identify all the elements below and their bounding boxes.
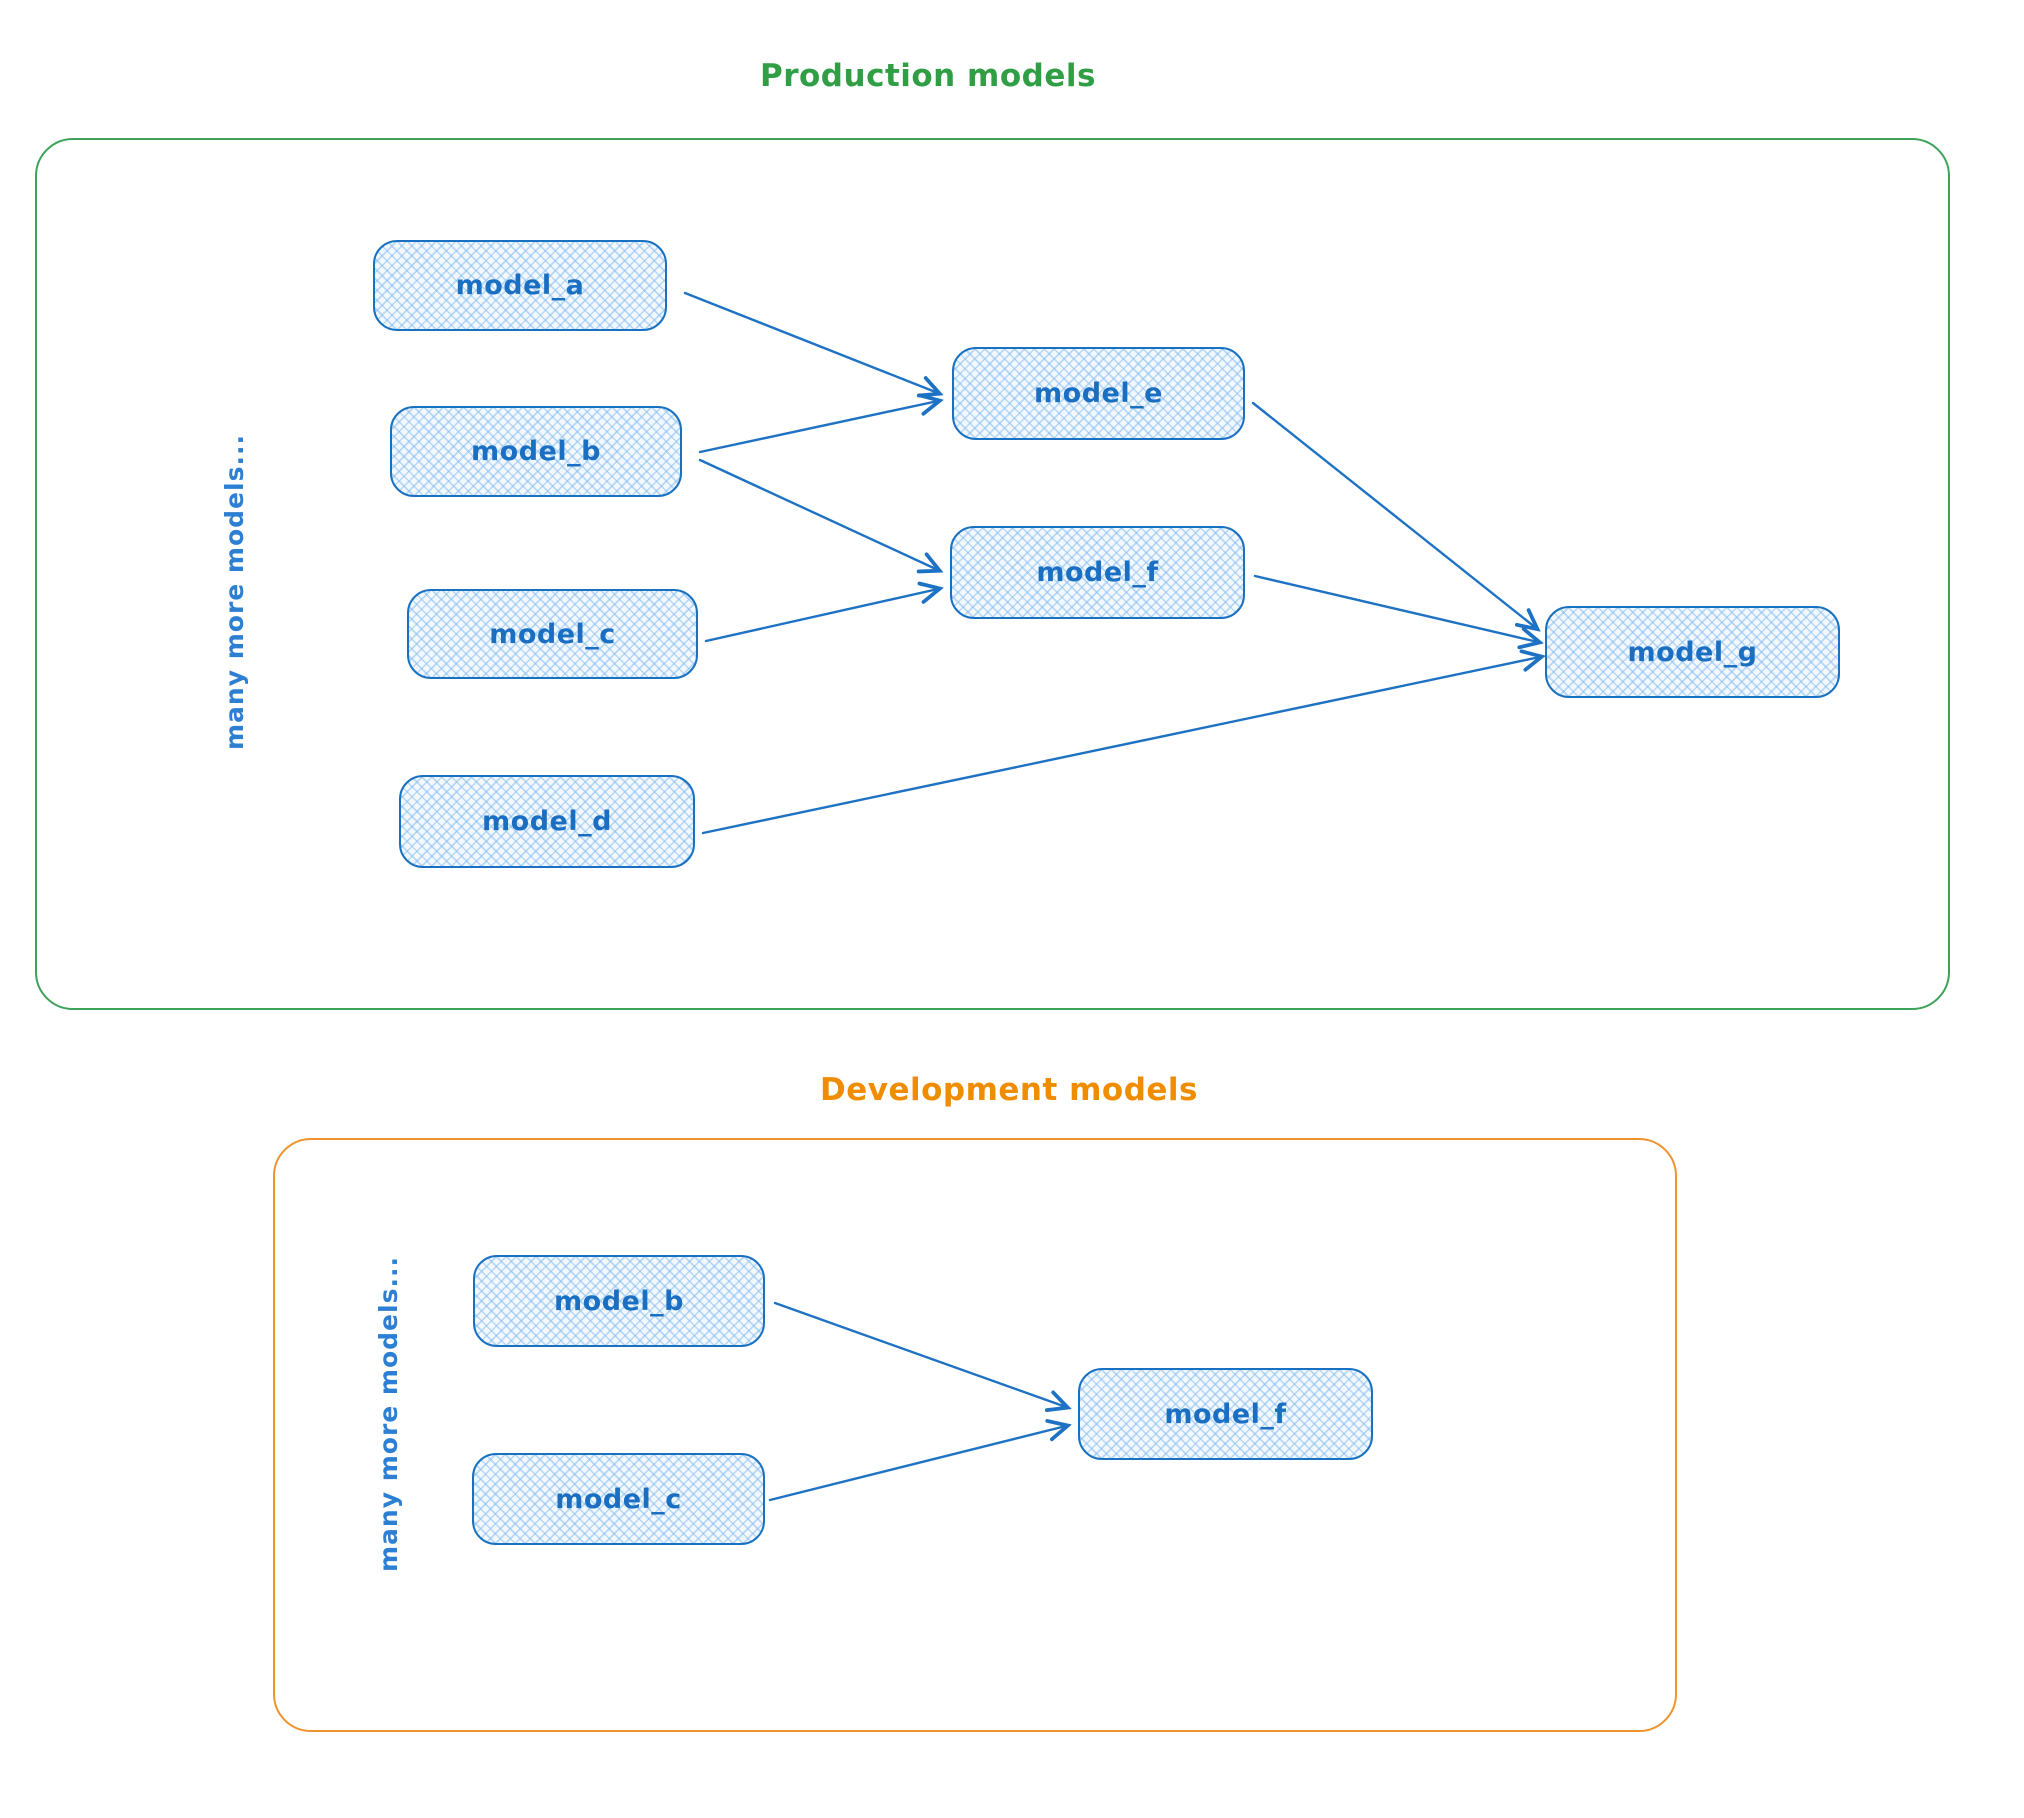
node-label: model_a bbox=[455, 270, 585, 301]
node-label: model_f bbox=[1036, 557, 1159, 588]
node-label: model_f bbox=[1164, 1398, 1287, 1430]
production-section-title: Production models bbox=[760, 58, 1096, 94]
production-container-frame bbox=[35, 138, 1950, 1010]
node-label: model_g bbox=[1627, 636, 1758, 668]
node-production-model_e: model_e bbox=[952, 347, 1245, 440]
development-container-frame bbox=[273, 1138, 1677, 1732]
node-development-model_c: model_c bbox=[472, 1453, 765, 1545]
node-label: model_e bbox=[1034, 378, 1163, 409]
node-label: model_d bbox=[482, 806, 612, 837]
node-development-model_f: model_f bbox=[1078, 1368, 1373, 1460]
production-side-label: many more models... bbox=[220, 434, 249, 750]
node-label: model_c bbox=[489, 618, 616, 650]
node-production-model_g: model_g bbox=[1545, 606, 1840, 698]
node-production-model_f: model_f bbox=[950, 526, 1245, 619]
node-production-model_d: model_d bbox=[399, 775, 695, 868]
node-development-model_b: model_b bbox=[473, 1255, 765, 1347]
development-section-title: Development models bbox=[820, 1072, 1199, 1108]
node-label: model_c bbox=[555, 1483, 682, 1515]
development-side-label: many more models... bbox=[374, 1256, 403, 1572]
node-label: model_b bbox=[471, 436, 601, 467]
node-production-model_b: model_b bbox=[390, 406, 682, 497]
node-production-model_a: model_a bbox=[373, 240, 667, 331]
node-label: model_b bbox=[554, 1285, 684, 1317]
node-production-model_c: model_c bbox=[407, 589, 698, 679]
